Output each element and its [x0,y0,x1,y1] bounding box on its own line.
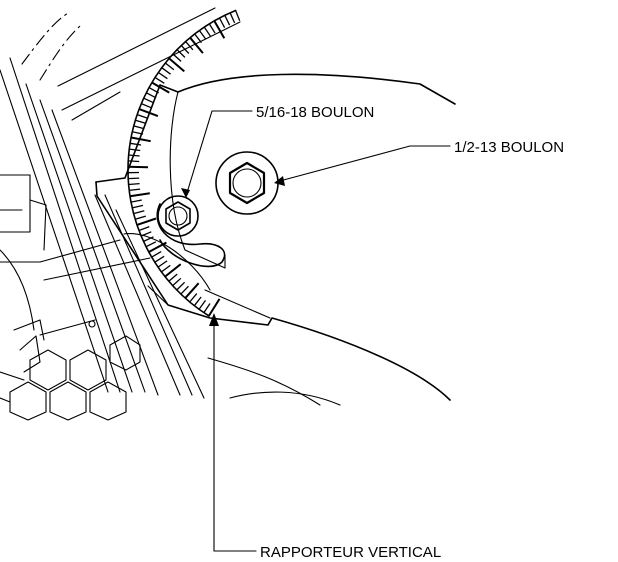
scale-tick [193,296,202,307]
scale-tick [176,281,186,291]
scale-tick [168,57,185,73]
scale-tick [129,188,141,192]
scale-tick [176,49,186,58]
honeycomb-tread [0,335,141,421]
scale-tick [154,255,165,263]
scale-tick [151,251,162,258]
scale-tick [128,154,140,157]
scale-tick [135,215,146,220]
scale-tick [136,217,157,226]
scale-arc [127,9,237,317]
scale-tick [133,210,145,215]
scale-tick [138,108,159,118]
scale-tick [141,102,152,109]
scale-tick [138,225,150,232]
scale-tick [172,53,182,62]
scale-tick [132,131,144,135]
scale-tick [224,15,231,26]
scale-tick [140,231,152,237]
scale-tick [184,282,200,299]
leader-lines [181,110,451,552]
protractor-plate [95,73,456,406]
protractor-scale-ticks [127,9,241,317]
scale-tick [213,20,226,39]
scale-tick [143,236,154,242]
scale-tick [128,160,140,163]
label-bolt-1-2: 1/2-13 BOULON [454,139,564,156]
scale-tick [234,10,241,21]
bolt-large-1-2 [215,151,279,215]
bolt-small-5-16 [156,195,226,268]
scale-tick [198,30,207,40]
scale-tick [198,300,207,310]
scale-tick [145,241,157,248]
label-bolt-5-16: 5/16-18 BOULON [256,104,374,121]
scale-tick [132,204,144,209]
scale-tick [189,37,204,54]
label-vertical-protractor: RAPPORTEUR VERTICAL [260,544,441,561]
scale-tick [157,260,168,268]
scale-tick [130,136,151,143]
scale-tick [208,298,221,317]
scale-tick [146,92,157,99]
scale-tick [129,148,141,152]
upper-guard-outline [21,7,241,121]
scale-tick [129,192,150,198]
scale-tick [164,263,182,278]
scale-tick [151,81,170,94]
scale-tick [157,71,168,80]
scale-tick [161,264,171,273]
left-bracket-details [0,174,151,373]
scale-tick [180,45,190,54]
scale-tick [203,303,211,313]
diagonal-frame-bars [0,57,205,399]
scale-tick [164,62,175,71]
scale-tick [203,26,211,37]
scale-tick [154,76,165,84]
scale-tick [172,277,182,287]
scale-tick [189,293,198,303]
scale-tick [161,67,171,75]
scale-tick [229,12,236,24]
scale-tick [133,125,145,130]
scale-tick [128,177,140,180]
scale-tick [218,17,226,29]
scale-tick [168,273,178,282]
scale-tick [185,41,194,51]
scale-tick [180,285,189,295]
scale-tick [148,87,160,94]
scale-tick [208,23,216,34]
scale-tick [194,33,202,44]
scale-tick [130,199,142,203]
scale-tick [128,182,140,186]
scale-tick [129,142,142,146]
scale-tick [136,113,148,119]
scale-tick [143,97,154,104]
scale-tick [135,119,147,125]
